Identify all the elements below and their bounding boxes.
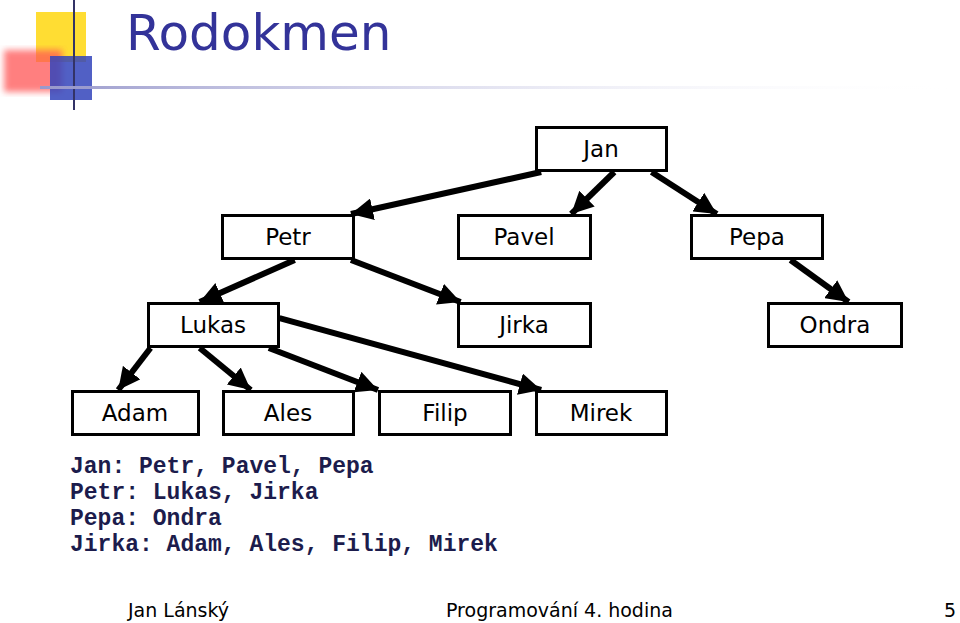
parent-child-arrow <box>791 260 849 302</box>
person-box: Pepa <box>690 214 824 260</box>
person-name: Petr <box>265 224 311 250</box>
footer-text: Jan Lánský <box>128 598 229 622</box>
parent-child-arrow <box>269 348 378 390</box>
footer-text: 5 <box>944 598 956 622</box>
person-name: Lukas <box>180 312 246 338</box>
parent-child-arrow <box>351 172 541 214</box>
person-name: Ales <box>264 400 312 426</box>
parent-child-arrow <box>351 260 461 302</box>
footer-text: Programování 4. hodina <box>446 598 673 622</box>
person-box: Jirka <box>457 302 592 348</box>
person-box: Ales <box>222 390 355 436</box>
person-name: Pavel <box>493 224 554 250</box>
slide-title: Rodokmen <box>126 4 392 62</box>
person-name: Filip <box>422 400 467 426</box>
person-box: Pavel <box>457 214 592 260</box>
parent-child-arrow <box>571 172 614 214</box>
parent-child-arrow <box>118 348 150 390</box>
parent-child-arrow <box>652 172 717 214</box>
title-rule <box>40 86 960 89</box>
person-box: Filip <box>378 390 512 436</box>
person-box: Lukas <box>147 302 280 348</box>
person-box: Jan <box>535 126 668 172</box>
person-box: Adam <box>71 390 200 436</box>
person-box: Petr <box>221 214 355 260</box>
code-line: Petr: Lukas, Jirka <box>70 480 318 506</box>
person-box: Mirek <box>535 390 668 436</box>
person-name: Mirek <box>570 400 633 426</box>
deco-line <box>73 0 75 110</box>
person-name: Pepa <box>729 224 785 250</box>
code-line: Jan: Petr, Pavel, Pepa <box>70 454 374 480</box>
person-box: Ondra <box>767 302 903 348</box>
code-line: Pepa: Ondra <box>70 506 222 532</box>
code-line: Jirka: Adam, Ales, Filip, Mirek <box>70 532 498 558</box>
person-name: Ondra <box>800 312 871 338</box>
person-name: Adam <box>102 400 168 426</box>
blue-square <box>50 56 92 100</box>
parent-child-arrow <box>200 348 251 390</box>
parent-child-arrow <box>200 260 295 302</box>
person-name: Jan <box>583 136 618 162</box>
person-name: Jirka <box>499 312 549 338</box>
